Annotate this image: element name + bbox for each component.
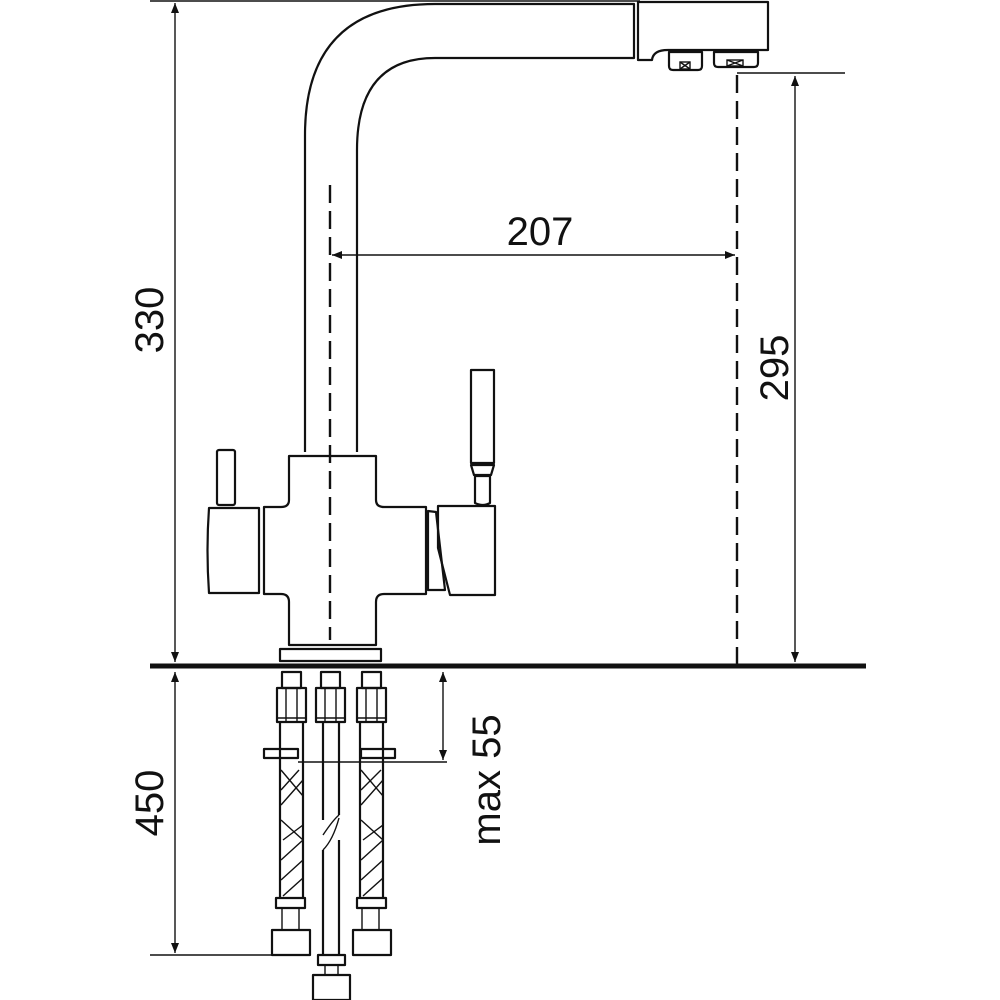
dim-450: 450	[128, 770, 172, 837]
dim-295: 295	[753, 335, 797, 402]
hose-left	[262, 670, 312, 957]
left-handle	[206, 506, 261, 595]
hose-right	[351, 670, 397, 957]
hose-middle	[311, 670, 352, 1000]
dim-max-55: max 55	[465, 714, 509, 845]
right-lever	[469, 368, 496, 465]
dim-330: 330	[128, 287, 172, 354]
right-handle	[436, 504, 497, 597]
left-lever	[215, 448, 237, 507]
faucet-body	[206, 368, 497, 663]
spout	[303, 0, 770, 452]
dim-207: 207	[507, 210, 574, 254]
